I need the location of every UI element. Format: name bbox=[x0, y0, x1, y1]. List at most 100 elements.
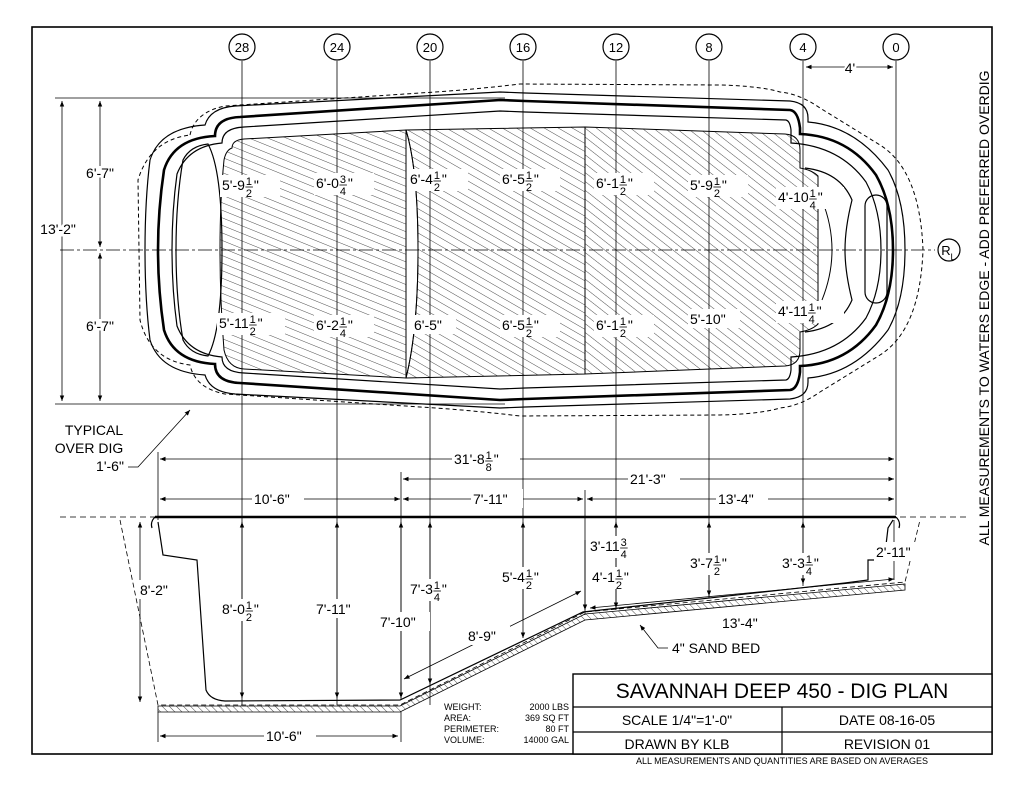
plan-depth-11-whole: 6'-1 bbox=[596, 317, 619, 333]
overall-width-label: 13'-2" bbox=[40, 221, 76, 237]
section-dim-5-bg bbox=[500, 567, 560, 589]
section-dim-4: 7'-10" bbox=[378, 612, 430, 631]
station-bubbles: 28 24 20 16 12 8 4 0 bbox=[228, 33, 910, 61]
station-16: 16 bbox=[516, 40, 530, 55]
section-dim-13: 10'-6" bbox=[264, 726, 316, 745]
plan-depth-2-bg bbox=[408, 169, 468, 191]
section-dim-2-whole: 7'-11" bbox=[316, 601, 351, 617]
plan-depth-4-suffix: " bbox=[628, 175, 633, 191]
title-block-revision: REVISION 01 bbox=[844, 736, 931, 752]
plan-depth-9-bg bbox=[412, 315, 456, 334]
plan-depth-8-suffix: " bbox=[348, 317, 353, 333]
plan-depth-10-whole: 6'-5 bbox=[502, 317, 525, 333]
plan-depth-13-bg bbox=[776, 301, 844, 323]
section-dim-3-bg bbox=[408, 579, 468, 601]
plan-depth-12-bg bbox=[688, 309, 740, 328]
section-dim-7-bg bbox=[588, 536, 648, 558]
overdig-label-3: 1'-6" bbox=[96, 458, 124, 474]
spec-area-label: AREA: bbox=[444, 713, 471, 723]
plan-depth-6-whole: 4'-10 bbox=[778, 189, 809, 205]
plan-depth-2-whole: 6'-4 bbox=[410, 171, 433, 187]
plan-depth-2-suffix: " bbox=[442, 171, 447, 187]
plan-depth-0-denominator: 2 bbox=[246, 188, 252, 200]
section-dim-6-numerator: 1 bbox=[616, 568, 622, 580]
plan-depth-11-suffix: " bbox=[628, 317, 633, 333]
segment-b-length: 7'-11" bbox=[471, 489, 523, 508]
section-dim-13-whole: 10'-6" bbox=[266, 728, 302, 744]
station-20: 20 bbox=[423, 40, 437, 55]
section-dim-11-whole: 8'-9" bbox=[468, 628, 496, 644]
centerline-symbol bbox=[937, 238, 961, 262]
specs-table: WEIGHT: 2000 LBS AREA: 369 SQ FT PERIMET… bbox=[444, 702, 570, 745]
segment-b-length-bg bbox=[471, 489, 523, 508]
plan-depth-0-whole: 5'-9 bbox=[222, 177, 245, 193]
half-width-top-label: 6'-7" bbox=[86, 165, 114, 181]
plan-depth-3-bg bbox=[500, 169, 560, 191]
section-dim-12-bg bbox=[720, 613, 772, 632]
plan-view: 28 24 20 16 12 8 4 0 4' R L 13'-2" 6'-7"… bbox=[38, 33, 961, 705]
section-dim-9-bg bbox=[780, 553, 840, 575]
plan-depth-11-numerator: 1 bbox=[620, 316, 626, 328]
section-dim-3-suffix: " bbox=[442, 581, 447, 597]
section-dim-12: 13'-4" bbox=[720, 613, 772, 632]
plan-depth-6-numerator: 1 bbox=[810, 188, 816, 200]
plan-depth-4-bg bbox=[594, 173, 654, 195]
section-dim-6-bg bbox=[590, 567, 650, 589]
plan-depth-12-whole: 5'-10" bbox=[690, 311, 726, 327]
plan-depth-10-denominator: 2 bbox=[526, 328, 532, 340]
plan-depth-2-numerator: 1 bbox=[434, 170, 440, 182]
plan-depth-4-whole: 6'-1 bbox=[596, 175, 619, 191]
plan-depth-5-suffix: " bbox=[722, 177, 727, 193]
section-dim-11: 8'-9" bbox=[466, 626, 510, 645]
plan-depth-0-bg bbox=[220, 175, 280, 197]
section-dim-8-numerator: 1 bbox=[714, 554, 720, 566]
spec-weight-label: WEIGHT: bbox=[444, 702, 482, 712]
title-block-title: SAVANNAH DEEP 450 - DIG PLAN bbox=[616, 680, 949, 703]
plan-depth-8-denominator: 4 bbox=[340, 328, 346, 340]
centerline-symbol-l: L bbox=[950, 252, 955, 262]
title-block: SAVANNAH DEEP 450 - DIG PLAN SCALE 1/4"=… bbox=[572, 673, 993, 766]
segment-a-length-whole: 10'-6" bbox=[254, 491, 290, 507]
plan-depth-1-numerator: 3 bbox=[340, 174, 346, 186]
plan-depth-10-suffix: " bbox=[534, 317, 539, 333]
section-dim-0: 8'-2" bbox=[138, 580, 182, 599]
plan-depth-11-denominator: 2 bbox=[620, 328, 626, 340]
section-dim-11-bg bbox=[466, 626, 510, 645]
plan-depth-13-whole: 4'-11 bbox=[778, 303, 808, 319]
section-dim-1-bg bbox=[220, 599, 280, 621]
segment-c-length-whole: 13'-4" bbox=[718, 491, 754, 507]
spec-perimeter-value: 80 FT bbox=[545, 724, 569, 734]
section-dim-0-bg bbox=[138, 580, 182, 599]
section-dim-6-denominator: 2 bbox=[616, 580, 622, 592]
section-dim-9-suffix: " bbox=[814, 555, 819, 571]
overdig-outline bbox=[137, 83, 924, 417]
station-4: 4 bbox=[799, 40, 806, 55]
section-dim-2: 7'-11" bbox=[314, 599, 366, 618]
dig-cut-line bbox=[119, 519, 921, 706]
section-dim-4-bg bbox=[378, 612, 430, 631]
section-dim-10: 2'-11" bbox=[874, 542, 926, 561]
plan-depth-8-numerator: 1 bbox=[340, 316, 346, 328]
section-dim-7-whole: 3'-11 bbox=[590, 538, 620, 554]
plan-depth-1-whole: 6'-0 bbox=[316, 175, 339, 191]
title-block-date: DATE 08-16-05 bbox=[839, 712, 935, 728]
step-seat bbox=[864, 194, 888, 304]
segment-b-length-whole: 7'-11" bbox=[473, 491, 508, 507]
station-0: 0 bbox=[892, 40, 899, 55]
plan-depth-1-bg bbox=[314, 173, 374, 195]
section-dim-5-suffix: " bbox=[534, 569, 539, 585]
section-dim-5-denominator: 2 bbox=[526, 580, 532, 592]
half-width-bottom-label: 6'-7" bbox=[86, 318, 114, 334]
